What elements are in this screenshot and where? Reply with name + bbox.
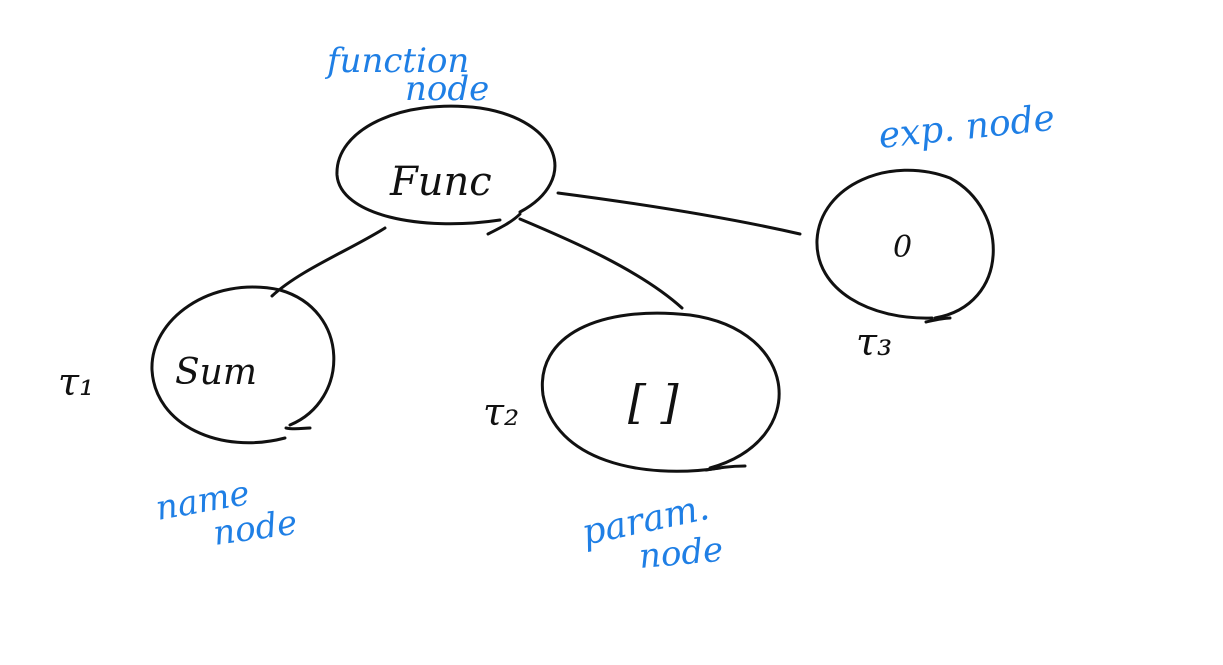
exp-node: 0 xyxy=(815,168,995,324)
exp-node-text: 0 xyxy=(893,230,912,265)
func-node: Func xyxy=(335,104,557,236)
exp-annotation: exp. node xyxy=(877,98,1057,157)
func-annotation-line1: function xyxy=(324,41,469,81)
func-node-text: Func xyxy=(389,159,492,205)
param-node: [ ] xyxy=(540,311,781,473)
name-node-outline xyxy=(150,285,336,445)
edge-func-exp xyxy=(556,191,802,236)
func-annotation-line2: node xyxy=(405,69,489,109)
name-annotation: name node xyxy=(153,473,300,554)
func-node-tail xyxy=(486,212,522,236)
exp-node-outline xyxy=(815,168,995,320)
exp-annotation-text: exp. node xyxy=(877,98,1057,157)
param-node-outline xyxy=(540,311,781,473)
exp-node-tail xyxy=(924,316,952,324)
name-node-text: Sum xyxy=(175,352,257,393)
param-node-tail xyxy=(704,464,747,472)
func-annotation: function node xyxy=(324,41,489,109)
tau2-label: τ₂ xyxy=(483,390,519,434)
param-node-text: [ ] xyxy=(628,375,679,429)
edge-func-name xyxy=(270,226,387,298)
param-annotation-line2: node xyxy=(637,530,724,577)
param-annotation: param. node xyxy=(578,487,724,577)
tau3-label: τ₃ xyxy=(856,320,892,364)
name-node-tail xyxy=(284,426,312,431)
edge-func-param xyxy=(518,217,684,310)
name-node: Sum xyxy=(150,285,336,445)
tau1-label: τ₁ xyxy=(58,360,94,404)
func-node-outline xyxy=(335,104,557,226)
